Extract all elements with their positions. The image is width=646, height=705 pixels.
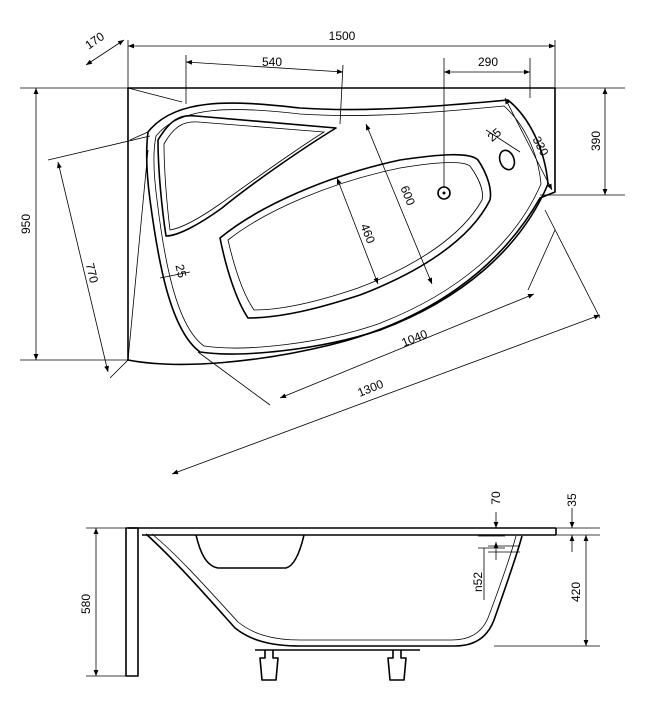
side-extension-lines <box>86 527 600 677</box>
side-view: 580 420 35 70 n52 <box>79 491 600 681</box>
dim-770-label: 770 <box>83 262 102 285</box>
side-seat-dip <box>195 534 305 569</box>
overflow-icon <box>498 149 516 171</box>
dim-line-25a <box>485 129 521 153</box>
skirt-line-2 <box>129 131 149 141</box>
backrest-area <box>157 114 337 237</box>
bathtub-basin-outline <box>145 99 549 355</box>
dim-390-label: 390 <box>589 131 603 151</box>
side-feet <box>255 649 420 681</box>
side-front-panel <box>125 527 139 677</box>
dim-line-170 <box>85 39 125 66</box>
dim-line-770 <box>57 161 109 373</box>
extension-lines <box>20 40 625 406</box>
dim-line-600 <box>365 123 433 285</box>
backrest-inner <box>163 121 326 231</box>
side-dim-70-label: 70 <box>489 491 503 505</box>
dim-25a-label: 25 <box>485 125 504 145</box>
dim-1500-label: 1500 <box>329 29 356 43</box>
dim-line-1300 <box>171 314 601 475</box>
dim-line-25b <box>159 271 191 279</box>
dim-line-330 <box>504 97 553 191</box>
dim-330-label: 330 <box>530 134 552 159</box>
dim-25b-label: 25 <box>172 263 189 280</box>
bathtub-basin-inner-outline <box>153 105 542 349</box>
skirt-line <box>127 149 149 361</box>
dim-950-label: 950 <box>19 214 33 234</box>
dim-1040-label: 1040 <box>399 327 429 350</box>
side-dim-420-label: 420 <box>569 582 583 602</box>
side-dim-35-label: 35 <box>565 493 579 507</box>
dim-600-label: 600 <box>397 184 418 208</box>
side-basin-profile-inner <box>151 533 517 641</box>
dim-460-label: 460 <box>357 222 378 246</box>
side-dim-580-label: 580 <box>79 594 93 614</box>
drain-center <box>442 191 446 195</box>
side-basin-profile <box>145 533 523 647</box>
dim-line-540 <box>185 59 344 75</box>
dim-line-460 <box>336 177 379 285</box>
side-dim-n52-label: n52 <box>471 572 485 592</box>
dim-540-label: 540 <box>262 55 282 69</box>
side-overflow <box>488 545 520 553</box>
top-view: 1500 540 290 170 390 330 25 600 460 950 … <box>19 29 625 475</box>
dim-170-label: 170 <box>82 29 107 52</box>
dim-290-label: 290 <box>478 55 498 69</box>
